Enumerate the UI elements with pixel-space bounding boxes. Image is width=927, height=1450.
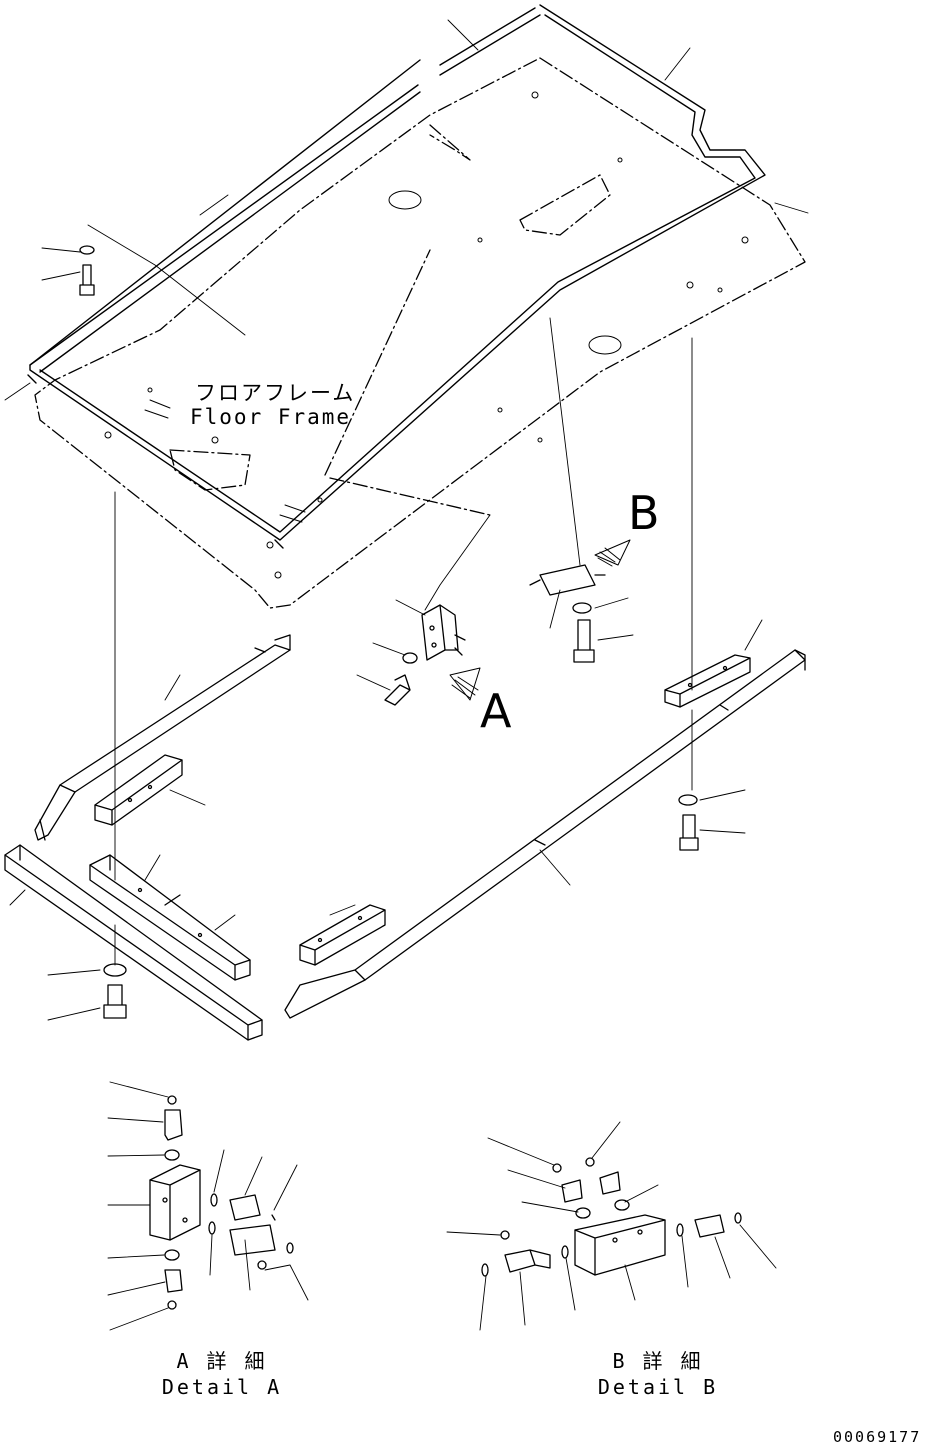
left-rail xyxy=(34,634,291,841)
arrow-a xyxy=(449,667,481,701)
floor-edge-seal xyxy=(27,4,766,549)
hardware-top-left xyxy=(79,245,95,296)
right-pad-rear xyxy=(664,654,751,708)
floor-frame-plate xyxy=(34,57,806,609)
detail-b-leaders xyxy=(446,1121,777,1331)
right-pad-front xyxy=(299,904,386,966)
drawing-number: 00069177 xyxy=(833,1428,922,1446)
left-pad-1 xyxy=(94,754,183,826)
view-marker-a: A xyxy=(480,684,512,738)
floor-frame-holes xyxy=(104,91,749,579)
valve-block-b xyxy=(529,564,606,663)
front-beam xyxy=(4,844,263,1041)
detail-a-title-en: Detail A xyxy=(161,1375,283,1399)
right-rail xyxy=(284,649,806,1019)
detail-a-drawing xyxy=(149,1095,294,1310)
detail-a-leaders xyxy=(107,1081,309,1331)
valve-block-a xyxy=(384,604,466,706)
floor-frame-label-en: Floor Frame xyxy=(190,405,352,429)
arrow-b xyxy=(594,539,631,567)
left-pad-2 xyxy=(89,854,251,981)
detail-a-title-jp: A 詳 細 xyxy=(176,1349,268,1373)
view-marker-b: B xyxy=(628,486,660,540)
detail-b-title-en: Detail B xyxy=(597,1375,719,1399)
detail-b-drawing xyxy=(481,1157,742,1277)
leader-lines xyxy=(4,19,809,1021)
detail-b-title-jp: B 詳 細 xyxy=(612,1349,704,1373)
hardware-lower xyxy=(103,794,699,1019)
floor-frame-label-jp: フロアフレーム xyxy=(195,381,356,405)
